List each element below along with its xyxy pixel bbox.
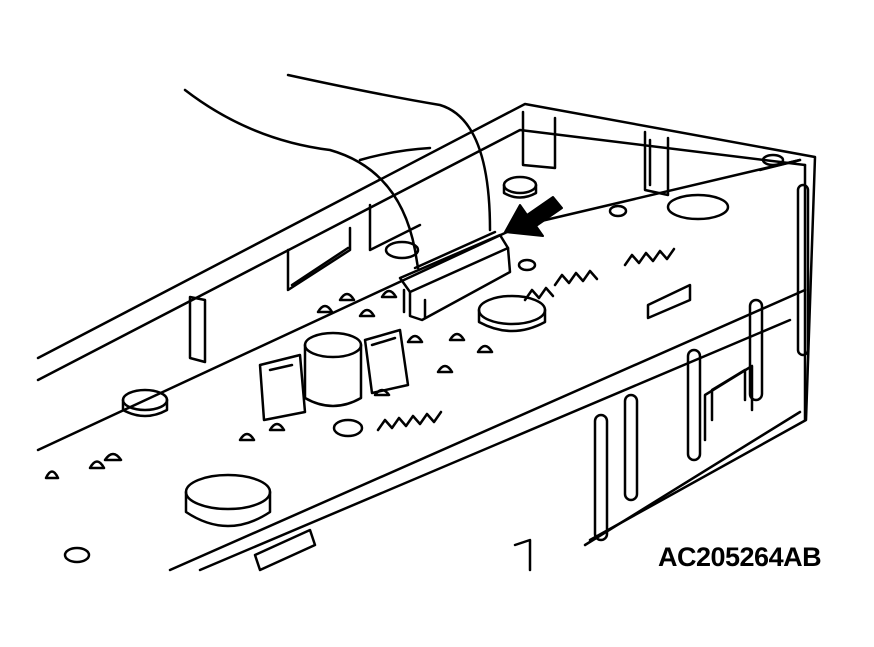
flat-cable <box>183 73 492 270</box>
ribbon-connector <box>398 230 512 322</box>
case-housing <box>36 102 817 572</box>
board-components <box>44 153 785 564</box>
figure-code-label: AC205264AB <box>658 542 822 572</box>
flat-cable-connector-removal-arrow-icon <box>504 196 563 237</box>
